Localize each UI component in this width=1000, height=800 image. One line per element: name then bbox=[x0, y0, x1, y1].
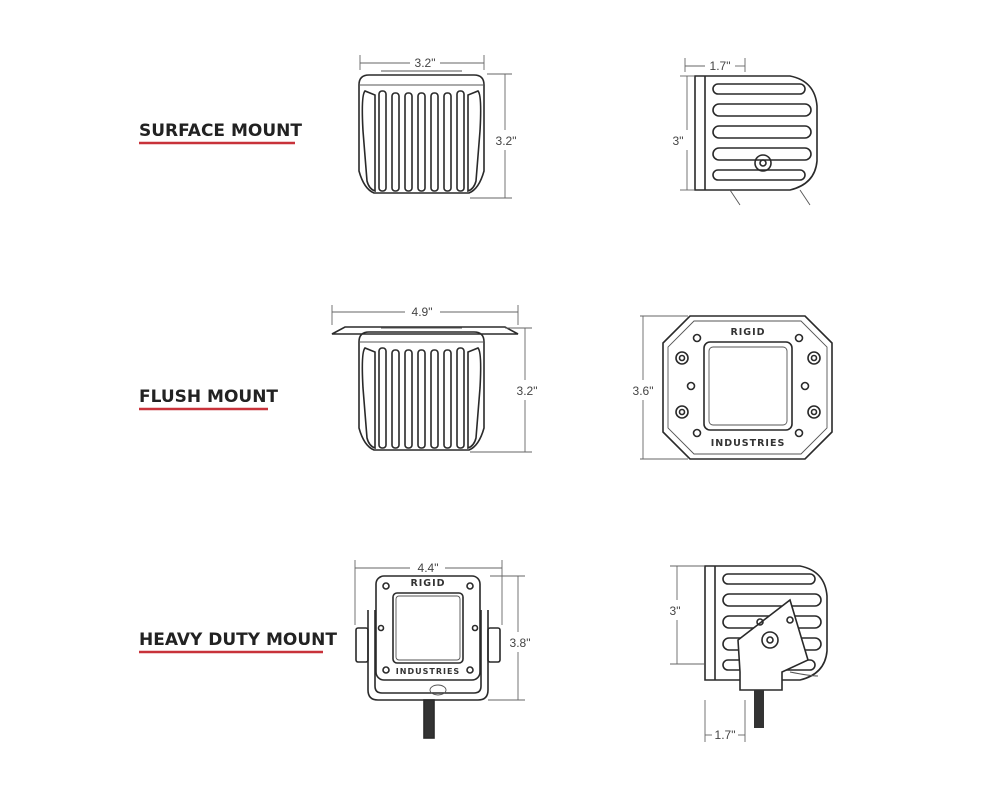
dimension-width: 4.4" bbox=[418, 561, 439, 575]
surface-front-view: 3.2" 3.2" bbox=[358, 55, 517, 199]
surface-mount-title: SURFACE MOUNT bbox=[139, 121, 302, 141]
dimension-height: 3" bbox=[673, 134, 684, 148]
label-surface-mount: SURFACE MOUNT bbox=[139, 121, 302, 145]
surface-side-view: 1.7" 3" bbox=[673, 58, 818, 206]
logo-industries: INDUSTRIES bbox=[711, 438, 786, 449]
flush-front-view: 4.9" 3.2" bbox=[331, 305, 538, 453]
dimension-height: 3.6" bbox=[633, 384, 654, 398]
logo-rigid: RIGID bbox=[730, 327, 765, 338]
logo-rigid: RIGID bbox=[410, 578, 445, 589]
logo-industries: INDUSTRIES bbox=[396, 667, 460, 676]
dimension-depth: 1.7" bbox=[710, 59, 731, 73]
flush-mount-title: FLUSH MOUNT bbox=[139, 387, 278, 407]
dimension-height: 3" bbox=[670, 604, 681, 618]
heavy-duty-mount-title: HEAVY DUTY MOUNT bbox=[139, 630, 337, 650]
dimension-depth: 1.7" bbox=[715, 728, 736, 742]
heavy-duty-side-view: 3" 1.7" bbox=[670, 565, 828, 742]
heavy-duty-front-view: RIGID INDUSTRIES 4.4" 3.8" bbox=[354, 560, 531, 739]
flush-face-view: RIGID INDUSTRIES 3.6" bbox=[633, 315, 833, 460]
label-heavy-duty-mount: HEAVY DUTY MOUNT bbox=[139, 630, 337, 654]
mount-bolt bbox=[754, 690, 764, 728]
dimension-width: 4.9" bbox=[412, 305, 433, 319]
label-flush-mount: FLUSH MOUNT bbox=[139, 387, 278, 411]
dimension-height: 3.8" bbox=[510, 636, 531, 650]
dimension-width: 3.2" bbox=[415, 56, 436, 70]
dimension-height: 3.2" bbox=[496, 134, 517, 148]
dimension-height: 3.2" bbox=[517, 384, 538, 398]
